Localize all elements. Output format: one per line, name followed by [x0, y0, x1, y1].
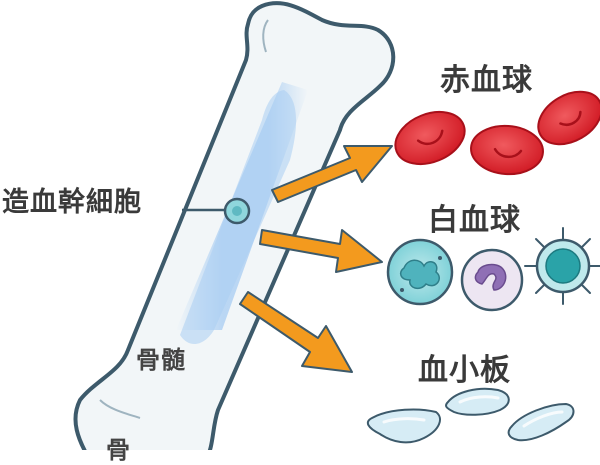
bone: [73, 1, 396, 450]
platelet-2: [445, 387, 510, 416]
arrow-to-platelets: [239, 291, 353, 373]
red-blood-cell-3: [537, 90, 600, 146]
red-blood-cell-2: [470, 124, 544, 176]
stem-cell: [223, 197, 251, 225]
bone-marrow-label: 骨髄: [136, 346, 186, 374]
bone-marrow-diagram: [73, 1, 600, 450]
white-blood-cells-label: 白血球: [428, 203, 521, 238]
platelet-3: [507, 402, 575, 442]
arrow-to-red-cells: [271, 145, 393, 203]
arrow-to-white-cells: [259, 229, 383, 273]
red-blood-cells-label: 赤血球: [440, 63, 533, 98]
white-blood-cell-lymphocyte: [524, 227, 600, 305]
partial-bone-label: 骨: [106, 436, 131, 464]
red-blood-cell-1: [394, 110, 466, 166]
white-blood-cell-neutrophil: [386, 238, 454, 306]
platelet-1: [366, 408, 441, 444]
white-blood-cell-monocyte: [460, 248, 524, 312]
platelets-label: 血小板: [418, 353, 511, 388]
stem-cell-label: 造血幹細胞: [2, 187, 142, 218]
